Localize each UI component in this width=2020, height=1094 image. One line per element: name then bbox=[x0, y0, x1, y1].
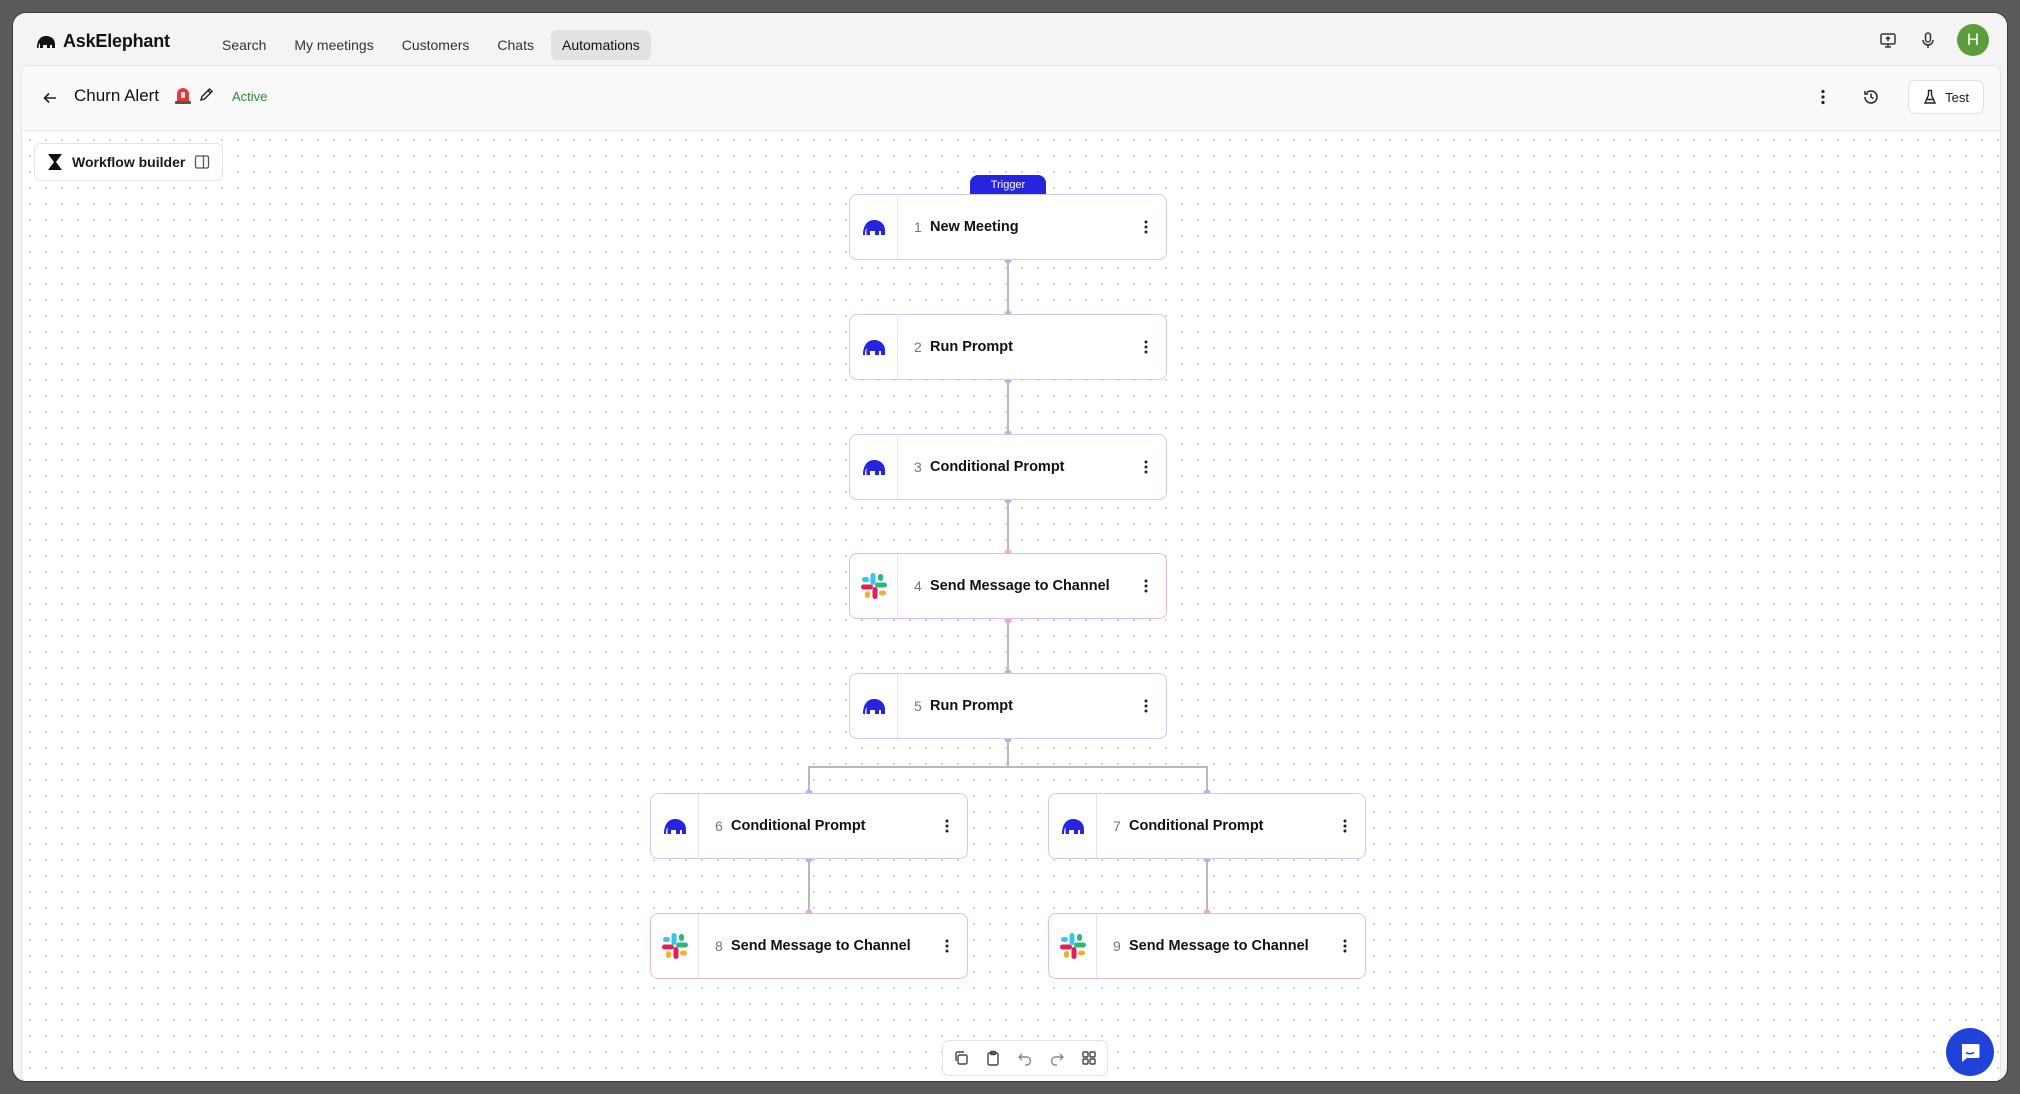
trigger-tab: Trigger bbox=[970, 175, 1046, 195]
node-label: Conditional Prompt bbox=[731, 818, 866, 834]
copy-icon[interactable] bbox=[951, 1048, 971, 1068]
more-vertical-icon[interactable] bbox=[927, 939, 967, 953]
siren-emoji-icon bbox=[175, 88, 191, 104]
screen-share-icon[interactable] bbox=[1877, 29, 1899, 51]
workflow-builder-label: Workflow builder bbox=[72, 154, 186, 170]
askelephant-icon bbox=[850, 315, 898, 379]
workflow-actions: Test bbox=[1812, 80, 1984, 114]
node-number: 4 bbox=[914, 578, 922, 594]
workflow-header: Churn Alert Active bbox=[22, 66, 2000, 131]
workflow-canvas[interactable]: Workflow builder bbox=[22, 132, 2000, 1081]
top-navigation: AskElephant Search My meetings Customers… bbox=[13, 13, 2007, 75]
node-number: 8 bbox=[715, 938, 723, 954]
redo-icon[interactable] bbox=[1047, 1048, 1067, 1068]
node-label: New Meeting bbox=[930, 219, 1019, 235]
workflow-node-8[interactable]: 8 Send Message to Channel bbox=[650, 913, 968, 979]
app-name: AskElephant bbox=[63, 31, 170, 51]
node-number: 9 bbox=[1113, 938, 1121, 954]
chat-support-button[interactable] bbox=[1946, 1028, 1994, 1076]
nav-item-search[interactable]: Search bbox=[222, 37, 267, 53]
askelephant-icon bbox=[850, 195, 898, 259]
workflow-node-9[interactable]: 9 Send Message to Channel bbox=[1048, 913, 1366, 979]
node-number: 3 bbox=[914, 459, 922, 475]
grid-layout-icon[interactable] bbox=[1079, 1048, 1099, 1068]
more-vertical-icon[interactable] bbox=[1812, 86, 1834, 108]
more-vertical-icon[interactable] bbox=[1126, 340, 1166, 354]
node-label: Conditional Prompt bbox=[1129, 818, 1264, 834]
workflow-builder-button[interactable]: Workflow builder bbox=[34, 143, 224, 181]
app-window: AskElephant Search My meetings Customers… bbox=[12, 12, 2008, 1082]
node-label: Send Message to Channel bbox=[1129, 938, 1309, 954]
node-label: Run Prompt bbox=[930, 339, 1013, 355]
test-button-label: Test bbox=[1945, 89, 1969, 105]
workflow-node-6[interactable]: 6 Conditional Prompt bbox=[650, 793, 968, 859]
workflow-node-3[interactable]: 3 Conditional Prompt bbox=[849, 434, 1167, 500]
more-vertical-icon[interactable] bbox=[1126, 579, 1166, 593]
sidebar-toggle-icon[interactable] bbox=[194, 154, 210, 170]
workflow-node-7[interactable]: 7 Conditional Prompt bbox=[1048, 793, 1366, 859]
node-number: 7 bbox=[1113, 818, 1121, 834]
askelephant-icon bbox=[1049, 794, 1097, 858]
logo[interactable]: AskElephant bbox=[35, 31, 170, 52]
clipboard-icon[interactable] bbox=[983, 1048, 1003, 1068]
more-vertical-icon[interactable] bbox=[1126, 460, 1166, 474]
canvas-toolbar bbox=[942, 1040, 1108, 1076]
status-badge: Active bbox=[232, 89, 268, 104]
history-icon[interactable] bbox=[1860, 86, 1882, 108]
workflow-node-4[interactable]: 4 Send Message to Channel bbox=[849, 553, 1167, 619]
more-vertical-icon[interactable] bbox=[1126, 699, 1166, 713]
workflow-panel: Churn Alert Active bbox=[21, 65, 2001, 1081]
node-number: 1 bbox=[914, 219, 922, 235]
node-label: Send Message to Channel bbox=[731, 938, 911, 954]
nav-item-my-meetings[interactable]: My meetings bbox=[294, 37, 374, 53]
askelephant-icon bbox=[651, 794, 699, 858]
slack-icon bbox=[651, 914, 699, 978]
workflow-node-1[interactable]: 1 New Meeting bbox=[849, 194, 1167, 260]
header-actions: H bbox=[1877, 24, 1989, 56]
workflow-logo-icon bbox=[48, 154, 62, 170]
more-vertical-icon[interactable] bbox=[927, 819, 967, 833]
workflow-node-2[interactable]: 2 Run Prompt bbox=[849, 314, 1167, 380]
slack-icon bbox=[850, 554, 898, 618]
node-number: 2 bbox=[914, 339, 922, 355]
undo-icon[interactable] bbox=[1015, 1048, 1035, 1068]
flask-icon bbox=[1924, 89, 1937, 104]
node-label: Run Prompt bbox=[930, 698, 1013, 714]
nav-item-customers[interactable]: Customers bbox=[401, 37, 470, 53]
more-vertical-icon[interactable] bbox=[1325, 939, 1365, 953]
nav-item-automations[interactable]: Automations bbox=[550, 30, 651, 60]
microphone-icon[interactable] bbox=[1917, 29, 1939, 51]
node-number: 5 bbox=[914, 698, 922, 714]
back-arrow-icon[interactable] bbox=[42, 90, 58, 111]
askelephant-icon bbox=[850, 435, 898, 499]
more-vertical-icon[interactable] bbox=[1325, 819, 1365, 833]
avatar[interactable]: H bbox=[1957, 24, 1989, 56]
chat-bubble-icon bbox=[1961, 1044, 1980, 1062]
nav-item-chats[interactable]: Chats bbox=[497, 37, 534, 53]
test-button[interactable]: Test bbox=[1908, 80, 1984, 114]
page-title: Churn Alert bbox=[74, 86, 160, 105]
elephant-logo-icon bbox=[37, 35, 55, 48]
pencil-icon[interactable] bbox=[199, 87, 214, 107]
slack-icon bbox=[1049, 914, 1097, 978]
node-label: Send Message to Channel bbox=[930, 578, 1110, 594]
workflow-node-5[interactable]: 5 Run Prompt bbox=[849, 673, 1167, 739]
more-vertical-icon[interactable] bbox=[1126, 220, 1166, 234]
askelephant-icon bbox=[850, 674, 898, 738]
main-nav: Search My meetings Customers Chats Autom… bbox=[211, 30, 651, 60]
node-number: 6 bbox=[715, 818, 723, 834]
node-label: Conditional Prompt bbox=[930, 459, 1065, 475]
